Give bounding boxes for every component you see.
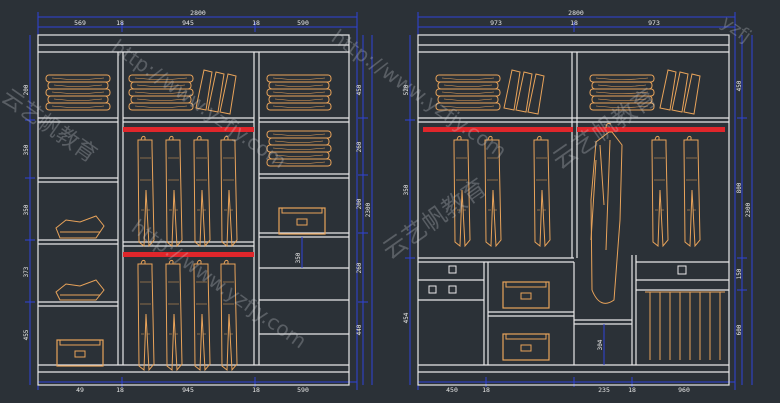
left-height-label: 2300 [365,202,372,217]
watermark-brand: 云艺帆教育 [0,84,101,168]
right-right-label: 450 [736,80,743,91]
left-right-label: 260 [356,141,363,152]
left-left-label: 350 [23,144,30,155]
right-drawer-label: 304 [597,339,604,350]
left-bottom-segment: 590 [297,386,309,394]
hanging-rod [577,127,725,132]
left-bottom-segment: 18 [252,386,260,394]
left-left-label: 350 [23,204,30,215]
left-bottom-segment: 49 [76,386,84,394]
left-top-segment: 18 [116,19,124,27]
watermark-url: http://www.yzfjy.com [127,214,311,353]
left-dimension-lines [25,12,373,390]
right-left-label: 520 [403,84,410,95]
right-right-label: 800 [736,182,743,193]
watermark-url: http://www.yzfjy.com [107,34,291,173]
storage-box [502,281,550,309]
left-left-label: 200 [23,84,30,95]
right-bottom-segment: 235 [598,386,610,394]
left-left-label: 373 [23,266,30,277]
right-right-label: 600 [736,324,743,335]
hanging-rod [423,127,573,132]
right-left-label: 454 [403,312,410,323]
right-top-segment: 973 [648,19,660,27]
hanging-trousers-rack [645,291,725,360]
watermark-brand: 云艺帆教育 [377,173,491,265]
left-top-segment: 590 [297,19,309,27]
left-top-segment: 569 [74,19,86,27]
left-cabinet-frame [37,34,350,386]
right-top-segment: 18 [570,19,578,27]
right-dimension-labels: 2800 973 18 973 450 18 235 18 960 2300 4… [403,9,752,394]
right-dimension-lines [405,12,753,390]
left-drawer-label: 350 [295,252,302,263]
leaning-clothes [659,69,701,115]
hanging-rod [123,252,254,257]
left-left-label: 455 [23,329,30,340]
right-top-segment: 973 [490,19,502,27]
left-wardrobe-drawing: 2800 569 18 945 18 590 49 18 945 18 590 … [23,9,373,394]
right-wardrobe-drawing: 2800 973 18 973 450 18 235 18 960 2300 4… [403,9,753,394]
left-overall-width: 2800 [190,9,206,17]
leaning-clothes [503,69,545,115]
right-left-label: 350 [403,184,410,195]
left-top-segment: 18 [252,19,260,27]
right-cabinet-frame [417,34,730,386]
drawer-handles [428,265,687,294]
left-right-label: 440 [356,324,363,335]
storage-box [502,333,550,361]
right-bottom-segment: 18 [482,386,490,394]
hanging-rod [123,127,254,132]
left-dimension-labels: 2800 569 18 945 18 590 49 18 945 18 590 … [23,9,372,394]
storage-box [278,207,326,235]
left-top-segment: 945 [182,19,194,27]
right-bottom-segment: 18 [628,386,636,394]
left-bottom-segment: 945 [182,386,194,394]
right-bottom-segment: 960 [678,386,690,394]
right-right-label: 150 [736,268,743,279]
right-height-label: 2300 [745,202,752,217]
right-bottom-segment: 450 [446,386,458,394]
folded-shirts [55,215,105,301]
left-right-label: 200 [356,198,363,209]
left-bottom-segment: 18 [116,386,124,394]
hanging-coat [590,123,623,304]
storage-box [56,339,104,367]
right-overall-width: 2800 [568,9,584,17]
left-right-label: 450 [356,84,363,95]
left-right-label: 260 [356,262,363,273]
